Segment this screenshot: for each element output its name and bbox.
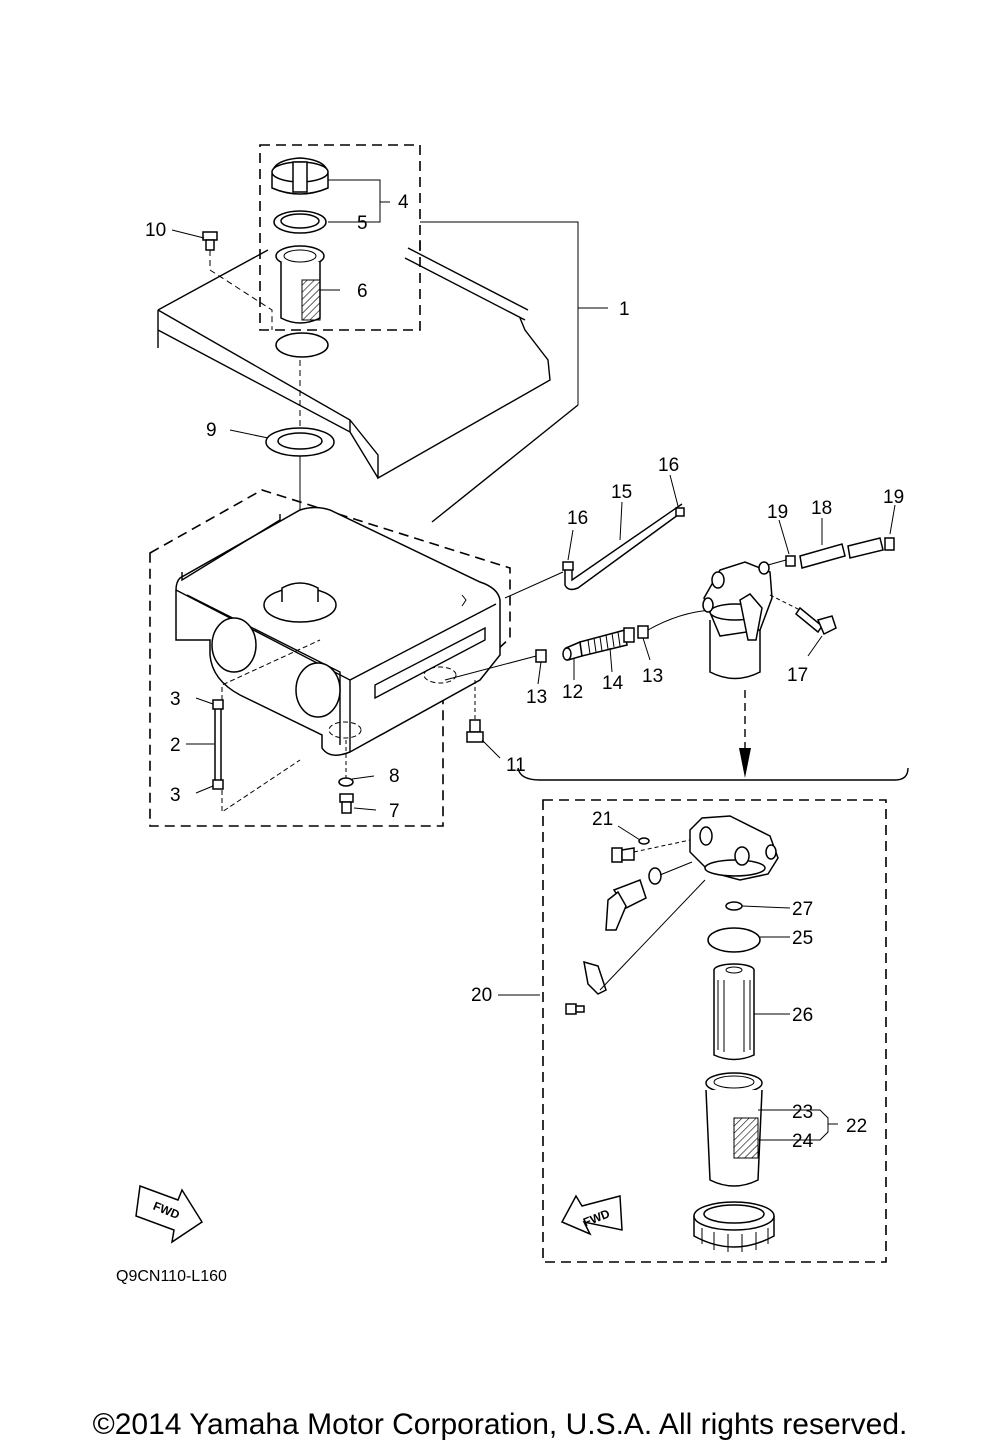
filter-head[interactable] bbox=[689, 815, 779, 881]
tank-bolt[interactable] bbox=[466, 719, 484, 743]
callout-17: 17 bbox=[787, 665, 808, 686]
callout-5: 5 bbox=[357, 213, 368, 234]
drain-bolt[interactable] bbox=[339, 793, 354, 814]
grommet-lower[interactable] bbox=[212, 779, 224, 790]
hose-clamp-right[interactable] bbox=[637, 625, 649, 639]
callout-23: 23 bbox=[792, 1102, 813, 1123]
callout-1: 1 bbox=[619, 299, 630, 320]
callout-21: 21 bbox=[592, 809, 613, 830]
level-gauge-tube[interactable] bbox=[214, 707, 222, 785]
callout-16-right: 16 bbox=[658, 455, 679, 476]
callout-10: 10 bbox=[145, 220, 166, 241]
callout-25: 25 bbox=[792, 928, 813, 949]
callout-18: 18 bbox=[811, 498, 832, 519]
callout-19-right: 19 bbox=[883, 487, 904, 508]
callout-22: 22 bbox=[846, 1116, 867, 1137]
fuel-cap[interactable] bbox=[271, 157, 329, 195]
supply-hose-clip-left[interactable] bbox=[785, 555, 796, 567]
callout-2: 2 bbox=[170, 735, 181, 756]
callout-7: 7 bbox=[389, 801, 400, 822]
hose-clamp-left[interactable] bbox=[535, 649, 547, 663]
callout-26: 26 bbox=[792, 1005, 813, 1026]
retainer-screw[interactable] bbox=[565, 1003, 585, 1015]
callout-labels: 1 2 3 3 4 5 6 7 8 9 10 11 12 13 13 14 15… bbox=[145, 192, 904, 1152]
callout-12: 12 bbox=[562, 682, 583, 703]
retainer-clip[interactable] bbox=[583, 960, 607, 995]
tank-packing[interactable] bbox=[265, 427, 335, 457]
tank-top-cover[interactable] bbox=[157, 240, 551, 480]
detail-arrow bbox=[739, 690, 751, 778]
callout-3-lower: 3 bbox=[170, 785, 181, 806]
hose-joint[interactable] bbox=[562, 640, 583, 661]
callout-24: 24 bbox=[792, 1131, 814, 1152]
callout-13-left: 13 bbox=[526, 687, 547, 708]
callout-14: 14 bbox=[602, 673, 624, 694]
filter-element[interactable] bbox=[713, 963, 755, 1061]
callout-15: 15 bbox=[611, 482, 632, 503]
copyright-notice: ©2014 Yamaha Motor Corporation, U.S.A. A… bbox=[92, 1408, 908, 1441]
callout-4: 4 bbox=[398, 192, 409, 213]
callout-6: 6 bbox=[357, 281, 368, 302]
filter-o-ring-large[interactable] bbox=[707, 927, 761, 953]
filter-detail-group-box bbox=[542, 799, 887, 1263]
callout-19-left: 19 bbox=[767, 502, 788, 523]
grommet-upper[interactable] bbox=[212, 699, 224, 710]
filter-mount-bolt[interactable] bbox=[794, 606, 837, 636]
callout-20: 20 bbox=[471, 985, 492, 1006]
supply-hose-clip-right[interactable] bbox=[884, 537, 895, 551]
air-vent-screw[interactable] bbox=[611, 847, 635, 863]
detail-bracket bbox=[517, 767, 909, 781]
drawing-code: Q9CN110-L160 bbox=[116, 1268, 227, 1285]
leader-lines bbox=[171, 179, 896, 1141]
drain-washer[interactable] bbox=[338, 777, 354, 787]
fuel-supply-hose[interactable] bbox=[799, 537, 884, 569]
callout-11: 11 bbox=[506, 755, 526, 776]
callout-13-right: 13 bbox=[642, 666, 663, 687]
fwd-arrow-right: FWD bbox=[560, 1194, 623, 1236]
callout-27: 27 bbox=[792, 899, 813, 920]
cup-retaining-ring[interactable] bbox=[693, 1201, 775, 1252]
filler-strainer[interactable] bbox=[275, 245, 325, 324]
cap-assembly-group-box bbox=[259, 144, 421, 331]
fuel-tank[interactable] bbox=[175, 506, 501, 756]
fwd-arrow-left: FWD bbox=[135, 1184, 204, 1244]
fuel-cock-lever[interactable] bbox=[605, 867, 662, 931]
cover-bolt[interactable] bbox=[202, 231, 218, 251]
filter-o-ring-small[interactable] bbox=[725, 901, 743, 911]
callout-8: 8 bbox=[389, 766, 400, 787]
callout-3-upper: 3 bbox=[170, 689, 181, 710]
protector-hose[interactable] bbox=[579, 627, 635, 657]
vent-screw-o-ring[interactable] bbox=[638, 837, 650, 845]
callout-16-left: 16 bbox=[567, 508, 588, 529]
hose-clip-right[interactable] bbox=[675, 507, 685, 517]
filter-cup-float[interactable] bbox=[733, 1117, 759, 1159]
callout-9: 9 bbox=[206, 420, 217, 441]
fuel-filter-assembly[interactable] bbox=[702, 561, 773, 680]
cap-gasket[interactable] bbox=[273, 210, 327, 234]
hose-clip-left[interactable] bbox=[562, 561, 574, 571]
